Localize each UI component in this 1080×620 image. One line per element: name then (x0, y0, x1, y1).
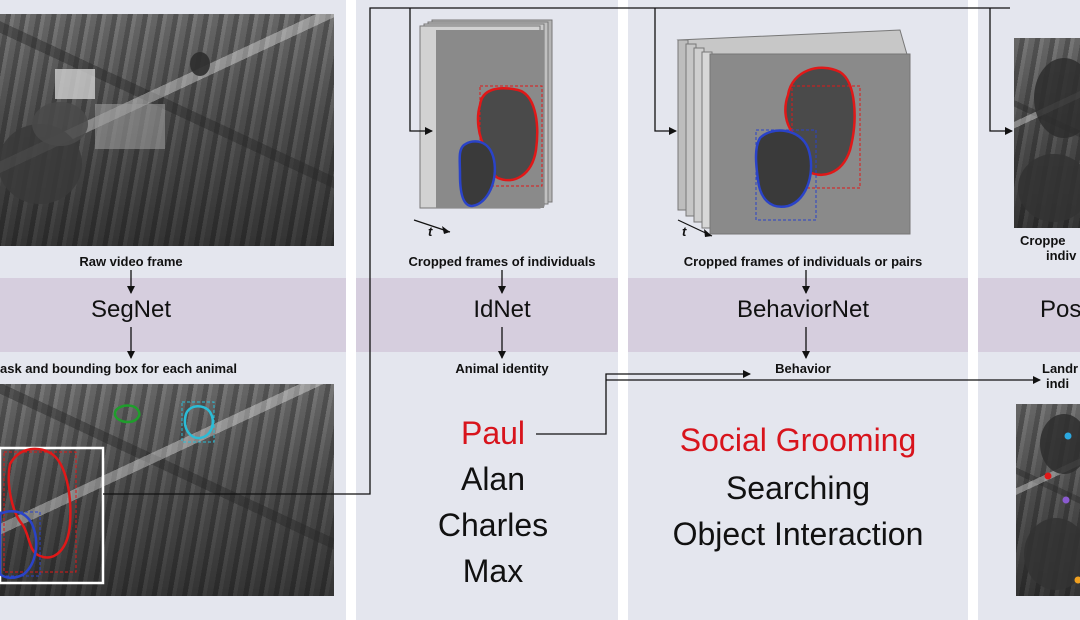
identity-max: Max (462, 553, 524, 589)
segmentation-masks (0, 401, 215, 585)
stacked-individual-frames (413, 19, 553, 234)
behaviornet-label: BehaviorNet (736, 296, 870, 323)
behavior-social-grooming: Social Grooming (679, 422, 917, 458)
segnet-label: SegNet (90, 296, 172, 323)
behavior-object-interaction: Object Interaction (672, 516, 924, 552)
posenet-output-label-2: indi (1046, 376, 1070, 391)
pose-input-crop-image (1014, 38, 1080, 228)
pose-landmarks-image (1016, 404, 1080, 596)
segnet-output-label: ask and bounding box for each animal (0, 361, 237, 376)
posenet-label: Pos (1040, 296, 1080, 323)
idnet-output-label: Animal identity (455, 361, 549, 376)
posenet-input-label-1: Croppe (1020, 233, 1066, 248)
raw-video-frame-label: Raw video frame (79, 254, 183, 269)
stacked-pair-frames (676, 29, 911, 237)
behaviornet-input-label: Cropped frames of individuals or pairs (683, 254, 923, 269)
idnet-input-label: Cropped frames of individuals (408, 254, 596, 269)
posenet-output-label-1: Landr (1042, 361, 1079, 376)
idnet-time-label: t (428, 224, 433, 239)
posenet-input-label-2: indiv (1046, 248, 1077, 263)
raw-frame-monkeys (0, 52, 210, 204)
identity-alan: Alan (460, 461, 526, 497)
behavior-searching: Searching (725, 470, 871, 506)
idnet-label: IdNet (473, 296, 531, 323)
segmented-frame-image (0, 384, 334, 596)
behaviornet-output-label: Behavior (775, 361, 831, 376)
identity-paul: Paul (460, 415, 526, 451)
behaviornet-time-label: t (682, 224, 687, 239)
raw-video-frame-image (0, 14, 334, 246)
identity-charles: Charles (437, 507, 549, 543)
pose-landmarks (1024, 414, 1080, 590)
